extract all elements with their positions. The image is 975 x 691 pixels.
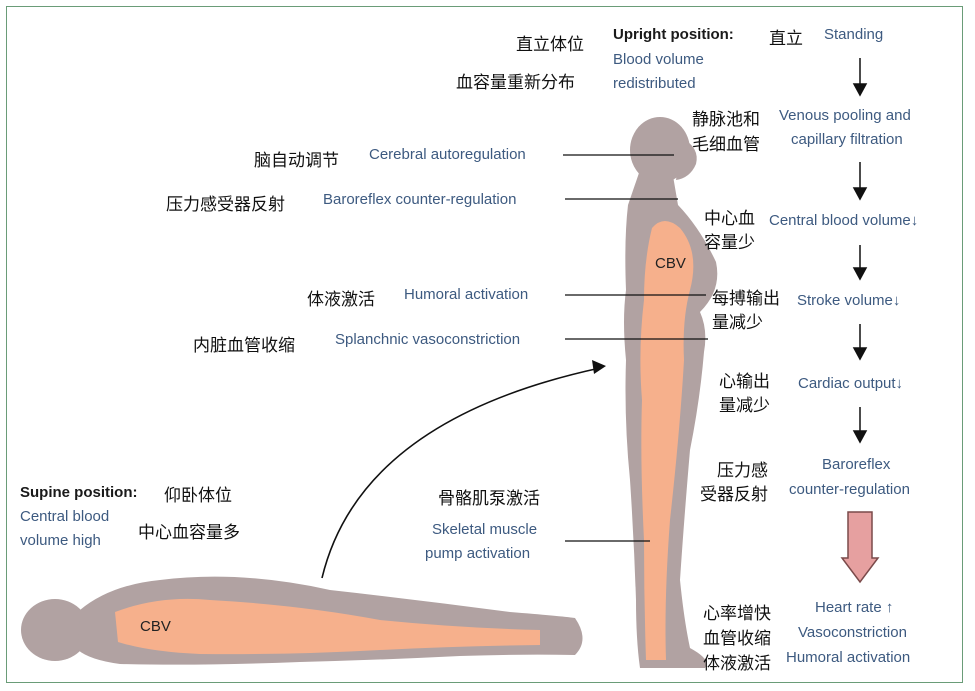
splanchnic-en: Splanchnic vasoconstriction [335, 331, 521, 348]
venous-pooling-en-2: capillary filtration [791, 131, 903, 148]
standing-en: Standing [824, 26, 884, 43]
skeletal-muscle-en-2: pump activation [425, 545, 531, 562]
central-blood-zh-1: 中心血 [704, 209, 755, 229]
cardiac-output-zh-2: 量减少 [719, 396, 770, 416]
stroke-volume-en: Stroke volume↓ [797, 292, 901, 309]
transition-arrow [321, 367, 601, 579]
skeletal-muscle-en-1: Skeletal muscle [432, 521, 538, 538]
baroreflex-en: Baroreflex counter-regulation [323, 191, 517, 208]
baroreflex-zh: 压力感受器反射 [166, 195, 285, 215]
venous-pooling-zh-2: 毛细血管 [692, 135, 760, 155]
outcome-humoral-zh: 体液激活 [703, 654, 771, 674]
venous-pooling-zh-1: 静脉池和 [692, 110, 760, 130]
outcome-heart-rate-zh: 心率增快 [703, 604, 771, 624]
humoral-activation-zh: 体液激活 [307, 290, 375, 310]
skeletal-muscle-zh: 骨骼肌泵激活 [438, 489, 540, 509]
upright-title-en: Upright position: [613, 26, 734, 43]
standing-figure [624, 117, 718, 668]
stroke-volume-zh-1: 每搏输出 [712, 289, 780, 309]
venous-pooling-en-1: Venous pooling and [779, 107, 911, 124]
outcome-heart-rate-en: Heart rate ↑ [815, 599, 894, 616]
baroreflex-cascade-zh-1: 压力感 [717, 461, 768, 481]
supine-cbv-en-2: volume high [20, 532, 101, 549]
redistributed-en-2: redistributed [613, 75, 696, 92]
supine-cbv-zh: 中心血容量多 [138, 523, 240, 543]
baroreflex-cascade-en-1: Baroreflex [822, 456, 891, 473]
cbv-label-supine: CBV [140, 618, 171, 635]
upright-title-zh: 直立体位 [516, 35, 584, 55]
supine-cbv-en-1: Central blood [20, 508, 110, 525]
outcome-humoral-en: Humoral activation [786, 649, 911, 666]
big-down-arrow [840, 511, 880, 584]
standing-zh: 直立 [769, 29, 803, 49]
supine-cbv-region [115, 598, 540, 655]
redistributed-en-1: Blood volume [613, 51, 704, 68]
cascade-arrows [852, 58, 868, 444]
standing-cbv-region [640, 221, 694, 660]
figure-frame [6, 6, 963, 683]
central-blood-zh-2: 容量少 [704, 233, 755, 253]
supine-figure [21, 576, 583, 665]
outcome-vasoconstriction-en: Vasoconstriction [798, 624, 907, 641]
splanchnic-zh: 内脏血管收缩 [193, 336, 295, 356]
central-blood-en: Central blood volume↓ [769, 212, 919, 229]
supine-title-zh: 仰卧体位 [164, 486, 232, 506]
cardiac-output-zh-1: 心输出 [719, 372, 770, 392]
supine-title-en: Supine position: [20, 484, 138, 501]
humoral-activation-en: Humoral activation [404, 286, 529, 303]
cerebral-autoregulation-zh: 脑自动调节 [254, 151, 339, 171]
cbv-label-standing: CBV [655, 255, 686, 272]
redistributed-zh: 血容量重新分布 [456, 73, 575, 93]
cerebral-autoregulation-en: Cerebral autoregulation [369, 146, 526, 163]
outcome-vasoconstriction-zh: 血管收缩 [703, 629, 771, 649]
cardiac-output-en: Cardiac output↓ [798, 375, 904, 392]
baroreflex-cascade-en-2: counter-regulation [789, 481, 910, 498]
leader-lines [563, 154, 708, 542]
stroke-volume-zh-2: 量减少 [712, 313, 763, 333]
baroreflex-cascade-zh-2: 受器反射 [700, 485, 768, 505]
